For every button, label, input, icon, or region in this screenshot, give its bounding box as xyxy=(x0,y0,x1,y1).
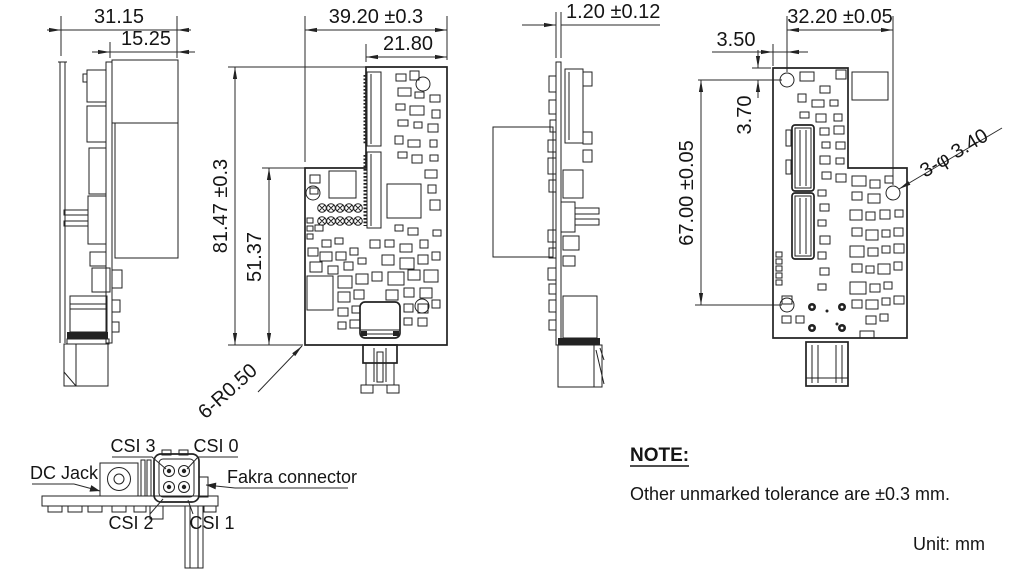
header-side xyxy=(87,195,107,245)
connector-side xyxy=(564,68,584,144)
pcb-outline-front xyxy=(304,66,448,346)
pad-strip xyxy=(775,251,783,286)
header-pin xyxy=(63,209,89,216)
fakra-connector-side xyxy=(63,295,110,387)
dim-front-height: 81.47 ±0.3 xyxy=(210,159,232,253)
dim-back-edge-to-hole-x: 3.50 xyxy=(717,29,756,51)
housing-lower xyxy=(114,122,179,259)
board-to-board-connectors xyxy=(791,124,815,260)
front-components xyxy=(306,70,442,330)
unit-label: Unit: mm xyxy=(913,534,985,554)
dim-side-right-thickness: 1.20 ±0.12 xyxy=(566,1,660,23)
mounting-hole xyxy=(779,72,795,88)
dim-side-left-partial: 15.25 xyxy=(121,28,171,50)
dim-front-width: 39.20 ±0.3 xyxy=(329,6,423,28)
board-connector-2 xyxy=(363,151,382,229)
dim-back-hole-span-y: 67.00 ±0.05 xyxy=(676,140,698,246)
ic-chip xyxy=(386,183,422,219)
dim-side-left-total: 31.15 xyxy=(94,6,144,28)
side-left-geometry xyxy=(58,59,179,387)
header-side xyxy=(560,201,576,233)
back-components xyxy=(781,69,905,339)
dim-back-edge-to-hole-y: 3.70 xyxy=(734,96,756,135)
solder-pads xyxy=(808,303,846,332)
dc-jack xyxy=(99,462,139,497)
fakra-label: Fakra connector xyxy=(227,467,357,487)
fakra-connector-back xyxy=(805,341,849,387)
pin-header xyxy=(317,203,363,226)
view-side-right: 1.20 ±0.12 xyxy=(492,1,660,388)
fakra-connector-side xyxy=(557,295,605,388)
mounting-hole xyxy=(885,185,901,201)
note-body: Other unmarked tolerance are ±0.3 mm. xyxy=(630,484,950,504)
detail-geometry xyxy=(41,449,219,569)
mounting-hole xyxy=(779,297,795,313)
view-side-left: 31.15 15.25 xyxy=(47,6,195,387)
board-connector-1 xyxy=(363,71,382,147)
dim-front-width-top: 21.80 xyxy=(383,33,433,55)
note-title: NOTE: xyxy=(630,445,689,466)
header-pin xyxy=(574,207,600,215)
header-pin xyxy=(63,220,89,227)
fakra-pin xyxy=(184,505,204,569)
dim-front-height-lower: 51.37 xyxy=(244,232,266,282)
connector-detail-view: CSI 3 CSI 0 DC Jack Fakra connector CSI … xyxy=(30,436,357,569)
csi3-label: CSI 3 xyxy=(110,436,155,456)
mounting-hole xyxy=(415,76,431,92)
dc-jack-label: DC Jack xyxy=(30,463,99,483)
ic-chip xyxy=(328,170,357,199)
header-pin xyxy=(574,218,600,226)
csi2-label: CSI 2 xyxy=(108,513,153,533)
dim-back-hole-span-x: 32.20 ±0.05 xyxy=(787,6,893,28)
pcb-outline-back xyxy=(772,67,908,339)
fakra-connector-front xyxy=(359,301,401,394)
note-block: NOTE: Other unmarked tolerance are ±0.3 … xyxy=(630,445,985,554)
side-right-geometry xyxy=(492,61,605,388)
csi1-label: CSI 1 xyxy=(189,513,234,533)
mounting-hole xyxy=(305,185,321,201)
fakra-connector-detail xyxy=(153,449,209,503)
csi0-label: CSI 0 xyxy=(193,436,238,456)
